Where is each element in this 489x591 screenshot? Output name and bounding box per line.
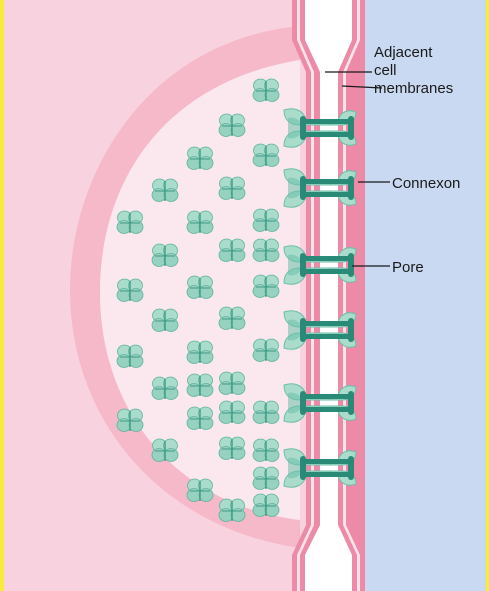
connexon-particle — [152, 377, 178, 400]
connexon-particle — [187, 341, 213, 364]
connexon-particle — [253, 339, 279, 362]
connexon-particle — [253, 209, 279, 232]
connexon-particle — [152, 244, 178, 267]
connexon-particle — [253, 275, 279, 298]
connexon-particle — [152, 179, 178, 202]
connexon-particle — [117, 279, 143, 302]
label-pore: Pore — [392, 259, 424, 276]
connexon-particle — [187, 479, 213, 502]
label-membranes-line2: cell — [374, 62, 397, 79]
connexon-particle — [117, 211, 143, 234]
connexon-particle — [152, 309, 178, 332]
label-membranes-line1: Adjacent — [374, 44, 433, 61]
connexon-particle — [187, 276, 213, 299]
connexon-particle — [253, 439, 279, 462]
connexon-particle — [219, 499, 245, 522]
connexon-particle — [219, 114, 245, 137]
connexon-particle — [219, 401, 245, 424]
connexon-particle — [219, 239, 245, 262]
label-membranes-line3: membranes — [374, 80, 453, 97]
connexon-particle — [187, 374, 213, 397]
connexon-particle — [253, 467, 279, 490]
connexon-particle — [187, 407, 213, 430]
connexon-particle — [253, 144, 279, 167]
connexon-particle — [253, 401, 279, 424]
connexon-particle — [219, 307, 245, 330]
connexon-particle — [253, 494, 279, 517]
connexon-particle — [187, 147, 213, 170]
connexon-particle — [152, 439, 178, 462]
connexon-particle — [117, 345, 143, 368]
connexon-particle — [117, 409, 143, 432]
connexon-particle — [253, 79, 279, 102]
connexon-particle — [187, 211, 213, 234]
connexon-particle — [253, 239, 279, 262]
connexon-particle — [219, 177, 245, 200]
label-connexon: Connexon — [392, 175, 460, 192]
connexon-particle — [219, 372, 245, 395]
connexon-particle — [219, 437, 245, 460]
